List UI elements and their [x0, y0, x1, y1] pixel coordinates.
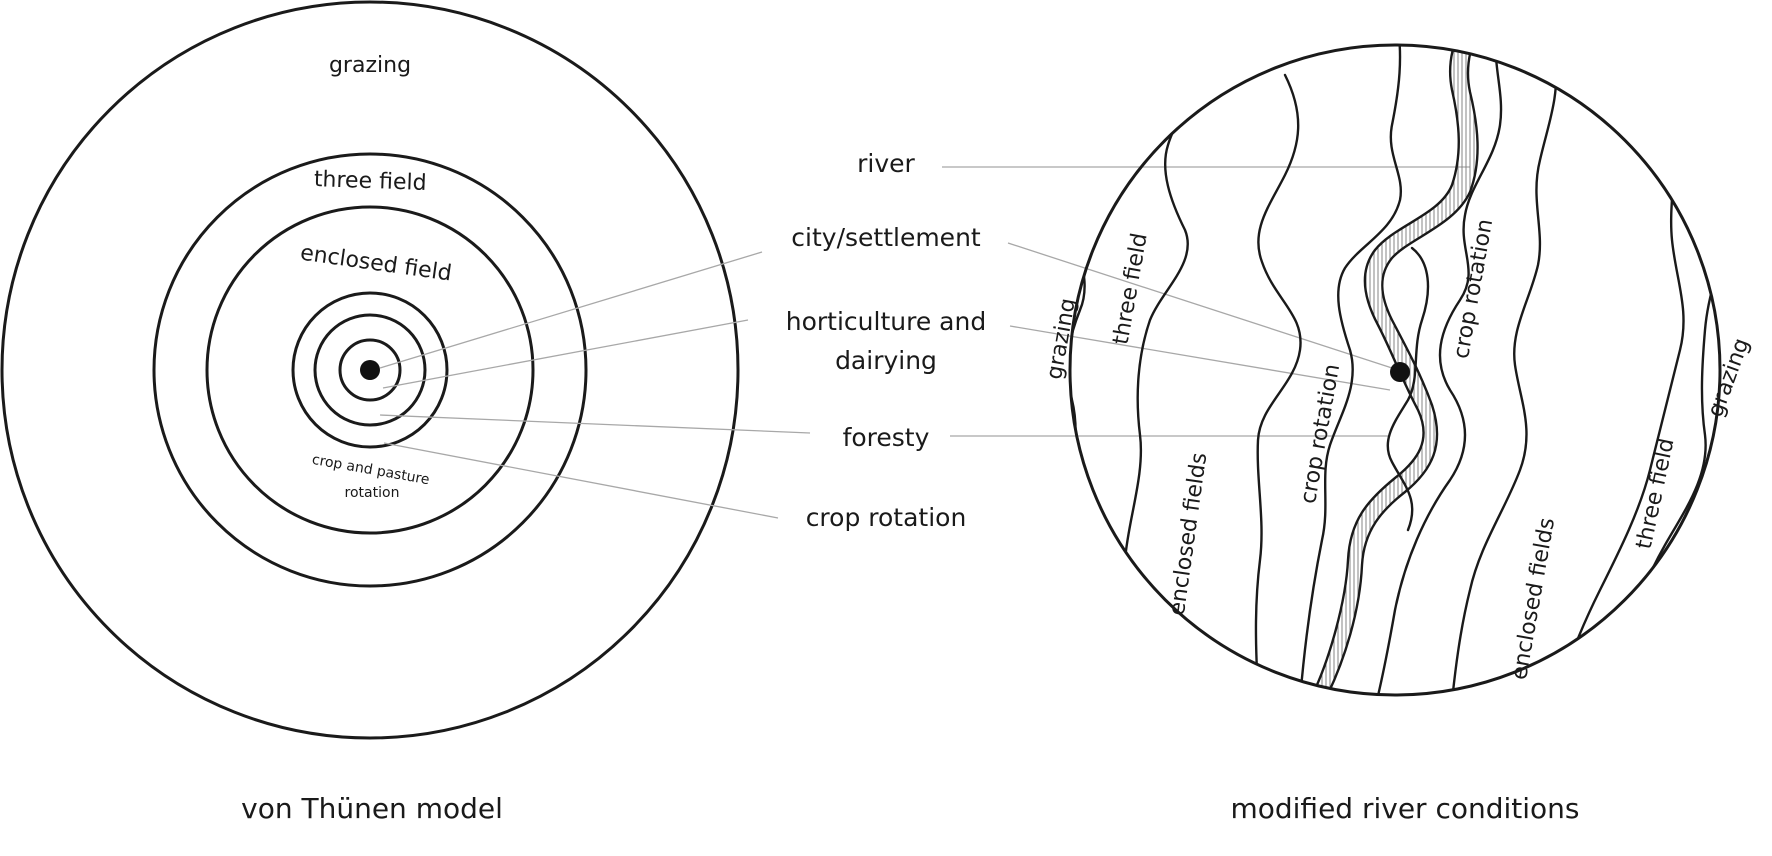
grazing-zone-ring	[0, 0, 740, 740]
boundary-crop-rotation-river-left	[1298, 45, 1403, 695]
grazing-label: grazing	[329, 53, 411, 78]
von-thunen-model: grazing three field enclosed field crop …	[0, 0, 740, 740]
legend-city-settlement: city/settlement	[791, 223, 981, 252]
forestry-zone-ring	[338, 338, 402, 402]
river-enclosed-fields-left-label: enclosed fields	[1165, 451, 1213, 617]
legend-horticulture-line2: dairying	[835, 346, 937, 375]
river-crop-rotation-right-label: crop rotation	[1449, 217, 1498, 361]
left-leader-lines	[379, 251, 811, 519]
legend-horticulture-line1: horticulture and	[786, 307, 986, 336]
crop-rotation-zone-ring	[313, 313, 427, 427]
river-model: grazing three field enclosed fields crop…	[1042, 43, 1755, 697]
river-grazing-left-label: grazing	[1042, 296, 1081, 381]
boundary-enclosed-three-field-right	[1558, 118, 1685, 692]
crop-pasture-rotation-zone-ring	[291, 291, 449, 449]
river-channel	[1308, 45, 1487, 695]
boundary-crop-rotation-right	[1370, 45, 1503, 695]
river-model-outline	[1068, 43, 1722, 697]
enclosed-field-zone-ring	[205, 205, 535, 535]
city-settlement-marker	[360, 360, 380, 380]
boundary-enclosed-crop-rotation-left	[1254, 73, 1302, 692]
crop-pasture-rotation-label-line1: crop and pasture	[311, 452, 431, 488]
legend-crop-rotation: crop rotation	[806, 503, 967, 532]
legend-forestry: foresty	[843, 423, 930, 452]
leader-crop-rotation-left	[383, 442, 779, 519]
legend-river: river	[857, 149, 915, 178]
leader-city-right	[1007, 242, 1393, 369]
river-grazing-right-label: grazing	[1703, 335, 1755, 421]
crop-pasture-rotation-label-line2: rotation	[345, 485, 400, 501]
river-crop-rotation-left-label: crop rotation	[1296, 362, 1345, 506]
right-leader-lines	[942, 166, 1470, 437]
river-enclosed-fields-right-label: enclosed fields	[1507, 516, 1560, 682]
boundary-inner-settlement-zone	[1386, 246, 1430, 532]
legend: river city/settlement horticulture and d…	[786, 149, 986, 532]
enclosed-field-label: enclosed field	[299, 241, 454, 287]
leader-horticulture-right	[1009, 325, 1391, 391]
river-model-caption: modified river conditions	[1230, 792, 1579, 825]
leader-forestry-left	[379, 414, 811, 434]
river-city-settlement-marker	[1390, 362, 1410, 382]
von-thunen-caption: von Thünen model	[241, 792, 503, 825]
boundary-crop-rotation-enclosed-right	[1448, 58, 1558, 695]
three-field-zone-ring	[152, 152, 588, 588]
three-field-label: three field	[313, 167, 426, 196]
leader-city-left	[379, 251, 763, 369]
leader-horticulture-left	[382, 319, 749, 389]
